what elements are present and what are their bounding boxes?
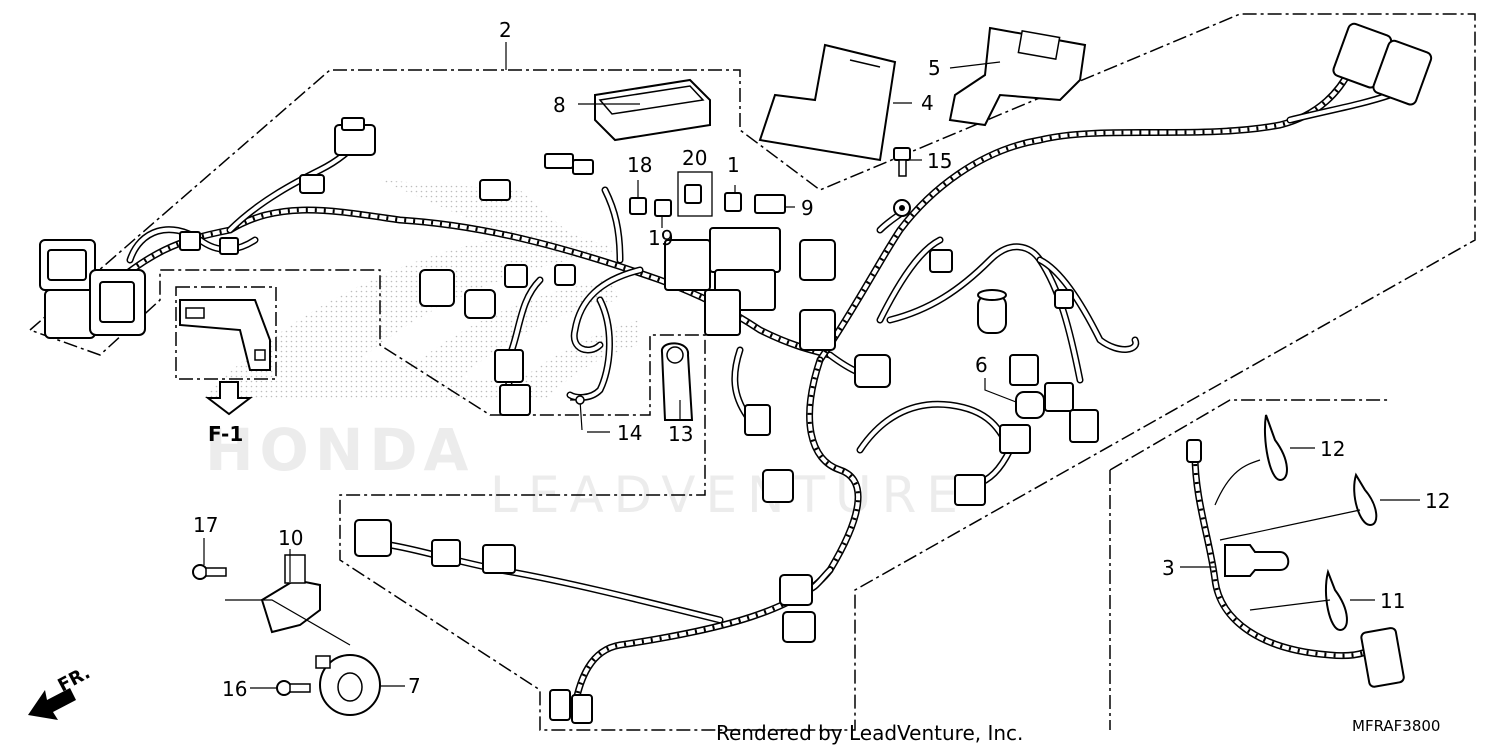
callout-12a: 12 bbox=[1320, 437, 1345, 461]
horn bbox=[315, 654, 381, 716]
callout-19: 19 bbox=[648, 226, 673, 250]
honda-watermark: HONDA bbox=[205, 416, 474, 484]
callout-16: 16 bbox=[222, 677, 247, 701]
diagram-code: MFRAF3800 bbox=[1352, 717, 1440, 735]
f1-arrow bbox=[205, 381, 253, 416]
bolt-17 bbox=[192, 564, 227, 580]
harness-group-outline bbox=[28, 13, 1476, 731]
fuse-box-cover bbox=[594, 78, 711, 142]
mounting-bracket bbox=[948, 26, 1087, 127]
callout-12b: 12 bbox=[1425, 489, 1450, 513]
leader-lines bbox=[203, 42, 1420, 689]
callout-14: 14 bbox=[617, 421, 642, 445]
callout-3: 3 bbox=[1162, 556, 1175, 580]
cable-ties bbox=[1264, 414, 1378, 632]
callout-15: 15 bbox=[927, 149, 952, 173]
callout-13: 13 bbox=[668, 422, 693, 446]
f1-reference-label: F-1 bbox=[208, 422, 243, 446]
rendered-by-credit: Rendered by LeadVenture, Inc. bbox=[716, 721, 1023, 745]
callout-11: 11 bbox=[1380, 589, 1405, 613]
connectors bbox=[39, 22, 1433, 724]
sub-harness-3 bbox=[1186, 439, 1405, 688]
front-direction-label: FR. bbox=[54, 662, 93, 696]
front-direction-arrow bbox=[28, 688, 76, 720]
honda-wing-watermark bbox=[200, 180, 640, 400]
callout-labels: 2 8 4 5 15 18 20 1 9 19 14 13 6 12 12 3 … bbox=[193, 18, 1450, 701]
leadventure-watermark: LEADVENTURE bbox=[490, 466, 968, 524]
bolt-15 bbox=[893, 147, 911, 177]
callout-9: 9 bbox=[801, 196, 814, 220]
relays bbox=[629, 184, 786, 217]
callout-2: 2 bbox=[499, 18, 512, 42]
bolt-16 bbox=[276, 680, 311, 696]
callout-8: 8 bbox=[553, 93, 566, 117]
callout-20: 20 bbox=[682, 146, 707, 170]
item3-group-outline bbox=[1109, 399, 1390, 730]
callout-10: 10 bbox=[278, 526, 303, 550]
f1-bracket-outline bbox=[175, 286, 277, 380]
item20-box bbox=[677, 171, 713, 217]
f1-bracket bbox=[179, 299, 271, 371]
horn-bracket bbox=[260, 554, 321, 634]
callout-6: 6 bbox=[975, 353, 988, 377]
callout-4: 4 bbox=[921, 91, 934, 115]
callout-5: 5 bbox=[928, 56, 941, 80]
callout-17: 17 bbox=[193, 513, 218, 537]
callout-18: 18 bbox=[627, 153, 652, 177]
callout-1: 1 bbox=[727, 153, 740, 177]
callout-7: 7 bbox=[408, 674, 421, 698]
insulator-sheet bbox=[758, 43, 897, 162]
